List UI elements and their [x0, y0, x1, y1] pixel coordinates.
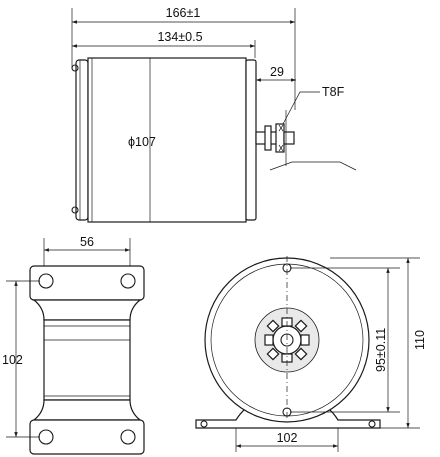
- diameter-label: ϕ107: [128, 135, 156, 149]
- shaft-length-label: 29: [270, 65, 284, 79]
- side-view: 166±1 134±0.5 ϕ107 29 T8F: [71, 6, 357, 223]
- base-width-label: 102: [277, 431, 298, 445]
- mount-length-label: 102: [2, 353, 23, 367]
- total-height-label: 110: [413, 330, 427, 350]
- overall-length-label: 166±1: [166, 6, 201, 20]
- base-view: 56 102: [2, 235, 145, 455]
- front-view: 102 95±0.11 110: [195, 256, 427, 452]
- center-height-label: 95±0.11: [374, 328, 388, 372]
- body-length-label: 134±0.5: [157, 30, 202, 44]
- mount-spacing-label: 56: [80, 235, 94, 249]
- sprocket-label: T8F: [322, 85, 345, 99]
